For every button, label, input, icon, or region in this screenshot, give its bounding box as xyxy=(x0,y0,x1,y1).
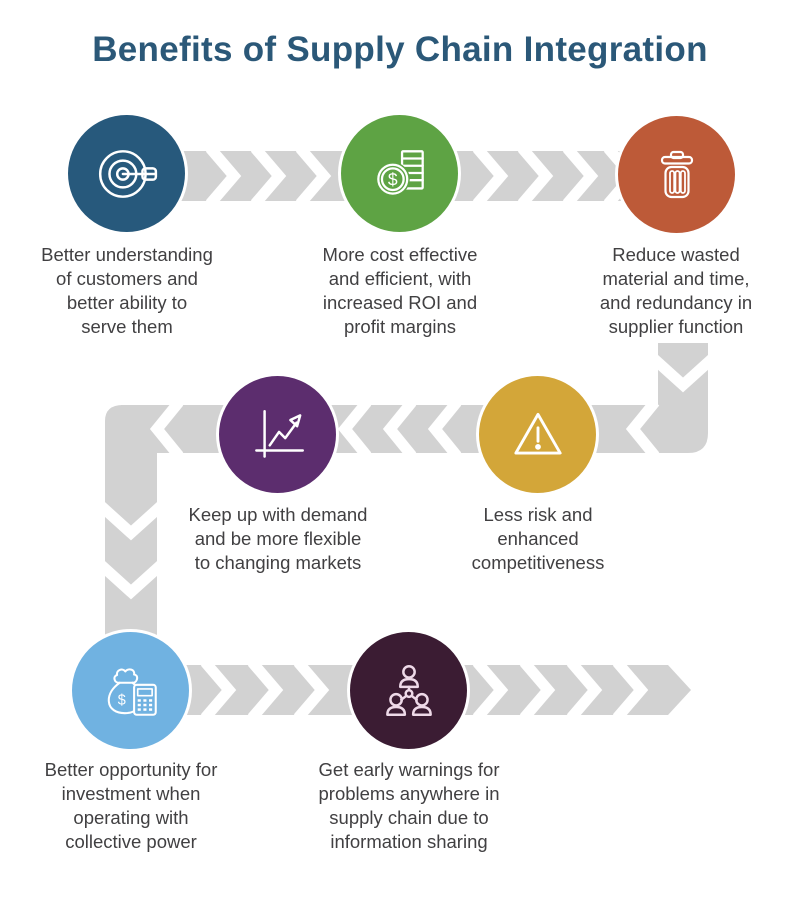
money-bag-calculator-icon: $ xyxy=(107,667,157,716)
team-network-icon xyxy=(385,664,432,716)
step2-circle: $ xyxy=(341,115,458,232)
growth-chart-icon xyxy=(254,409,304,458)
chevron-separators-row3 xyxy=(200,658,649,722)
trash-can-icon xyxy=(660,150,693,198)
step3-circle xyxy=(618,116,735,233)
arrow-end-tip xyxy=(668,665,691,715)
target-bullseye-icon xyxy=(98,149,157,198)
step7-circle xyxy=(350,632,467,749)
step4-circle xyxy=(479,376,596,493)
step7-caption: Get early warnings for problems anywhere… xyxy=(318,759,500,852)
step5-caption: Keep up with demand and be more flexible… xyxy=(188,504,368,573)
chevron-separator-right-down xyxy=(648,352,718,393)
warning-triangle-icon xyxy=(513,412,562,454)
step4-caption: Less risk and enhanced competitiveness xyxy=(471,504,605,573)
step5-circle xyxy=(219,376,336,493)
chevron-separators-left-down xyxy=(96,500,166,600)
step6-caption: Better opportunity for investment when o… xyxy=(44,759,218,852)
svg-text:$: $ xyxy=(387,169,397,189)
chevron-separators-row2 xyxy=(149,398,660,460)
step6-circle: $ xyxy=(72,632,189,749)
step1-circle xyxy=(68,115,185,232)
step2-caption: More cost effective and efficient, with … xyxy=(322,244,478,337)
step3-caption: Reduce wasted material and time, and red… xyxy=(599,244,753,337)
page-title: Benefits of Supply Chain Integration xyxy=(92,30,708,69)
svg-text:$: $ xyxy=(117,692,125,708)
arrow-turn-left-down xyxy=(105,405,157,691)
step1-caption: Better understanding of customers and be… xyxy=(41,244,213,337)
coins-dollar-icon: $ xyxy=(375,149,424,196)
